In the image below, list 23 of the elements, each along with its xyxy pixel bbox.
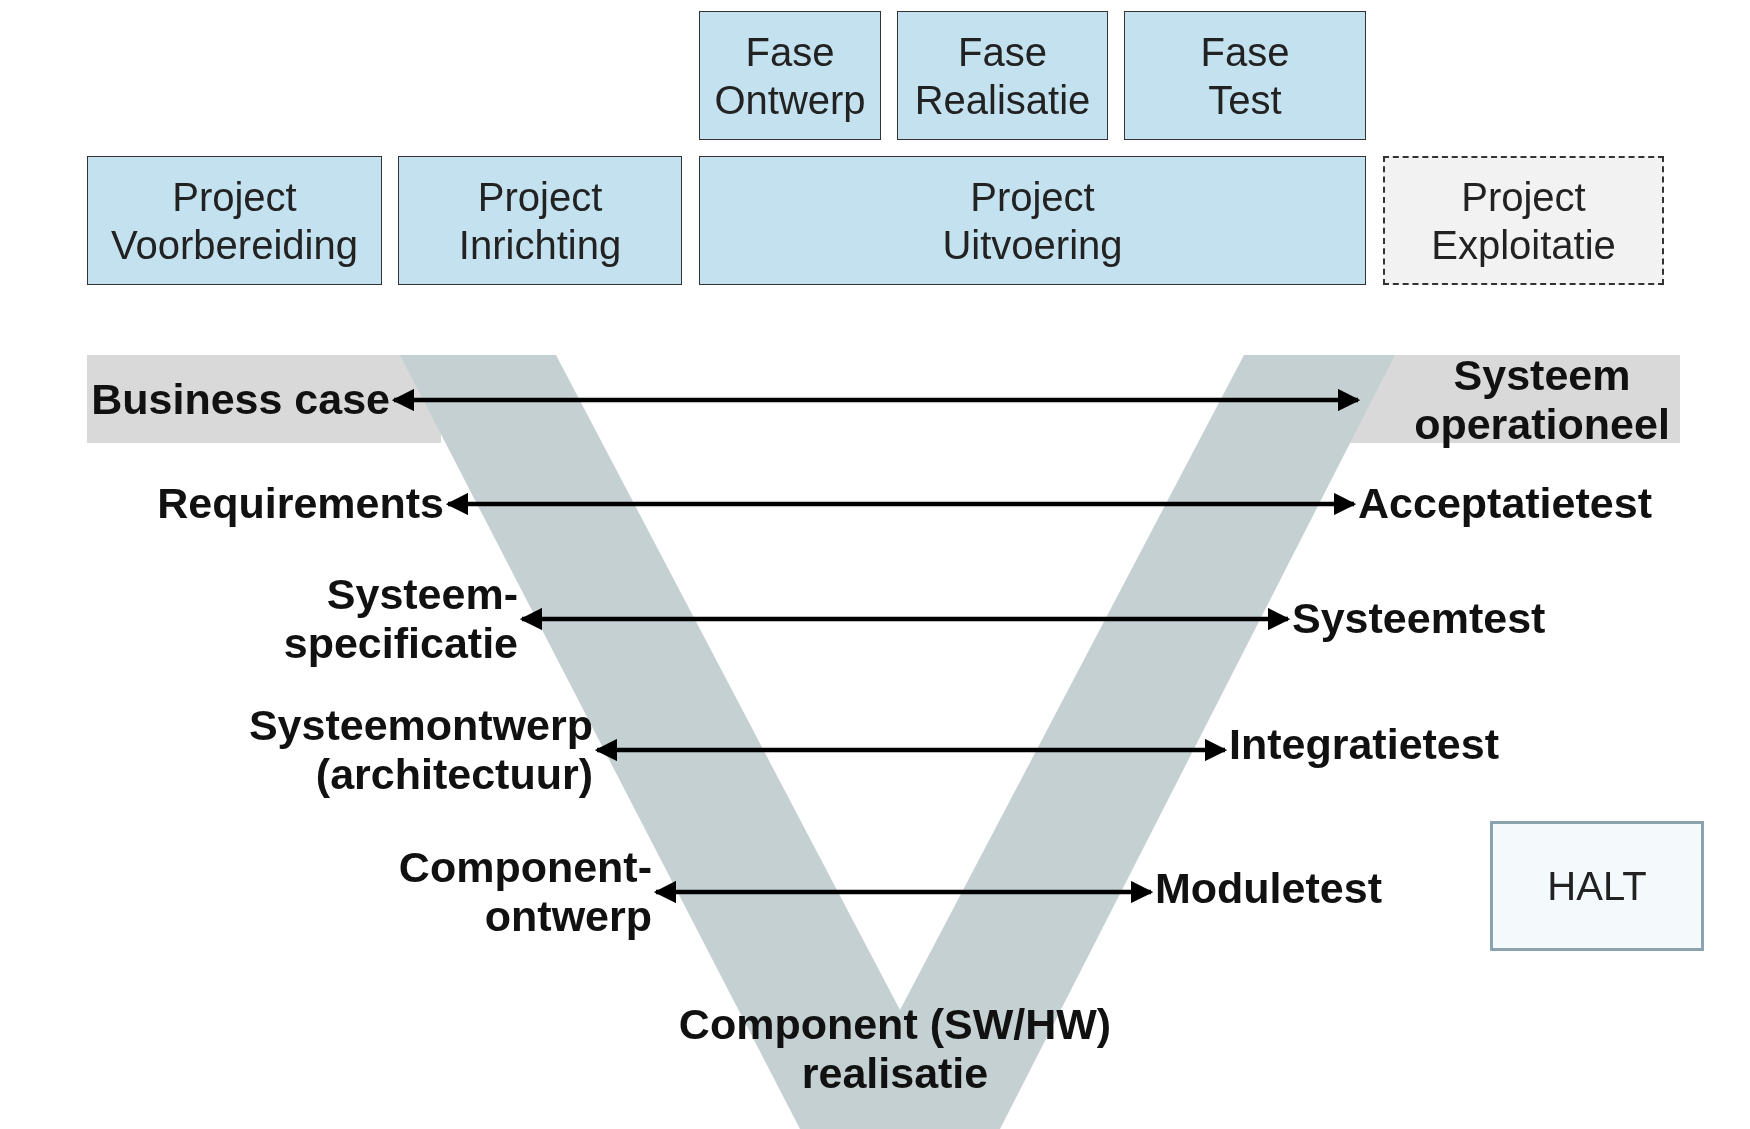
arrow — [519, 607, 1291, 631]
arrow — [391, 388, 1361, 412]
stage-label: Acceptatietest — [1358, 479, 1652, 529]
stage-label: Component- ontwerp — [272, 842, 652, 942]
stage-label: Systeem operationeel — [1362, 350, 1722, 450]
phase-box: Fase Realisatie — [897, 11, 1108, 140]
arrow — [653, 880, 1154, 904]
stage-label: Moduletest — [1155, 864, 1382, 914]
stage-label: Systeem- specificatie — [188, 569, 518, 669]
stage-label: Systeemtest — [1292, 594, 1546, 644]
phase-box: Project Uitvoering — [699, 156, 1366, 285]
stage-label: Requirements — [157, 479, 444, 529]
stage-label: Systeemontwerp (architectuur) — [73, 700, 593, 800]
arrow — [594, 738, 1228, 762]
phase-box: Fase Test — [1124, 11, 1366, 140]
stage-label: Integratietest — [1229, 720, 1499, 770]
arrow — [445, 492, 1357, 516]
phase-box: Project Voorbereiding — [87, 156, 382, 285]
status-box: HALT — [1490, 821, 1704, 951]
phase-box: Project Exploitatie — [1383, 156, 1664, 285]
phase-box: Fase Ontwerp — [699, 11, 881, 140]
stage-label: Component (SW/HW) realisatie — [677, 999, 1113, 1099]
phase-box: Project Inrichting — [398, 156, 682, 285]
